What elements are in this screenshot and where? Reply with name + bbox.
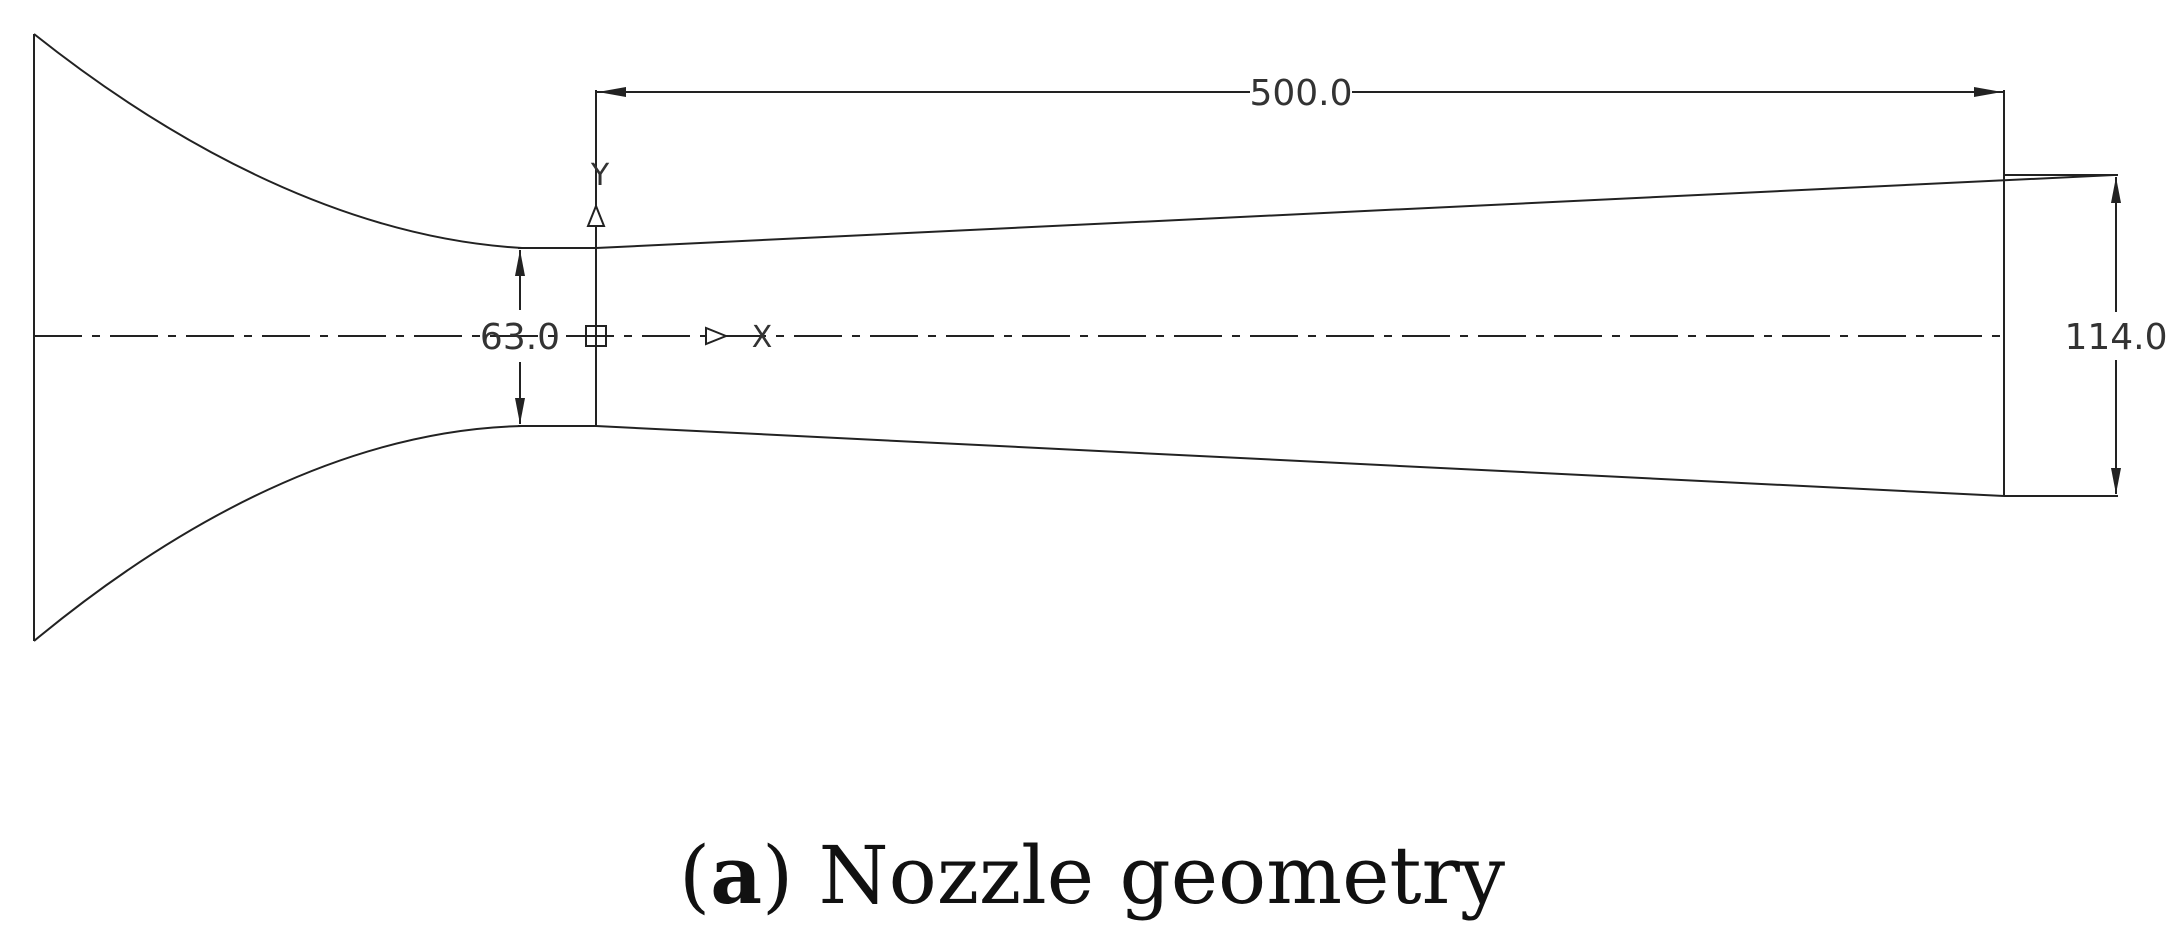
length-dimension xyxy=(596,87,2004,97)
coordinate-origin-icon xyxy=(585,325,607,347)
throat-dimension xyxy=(515,247,596,427)
x-axis-arrow-icon xyxy=(705,326,729,346)
throat-dimension-label: 63.0 xyxy=(480,317,560,358)
caption-text: Nozzle geometry xyxy=(793,829,1506,922)
upper-converging-wall xyxy=(33,33,596,249)
y-axis-arrow-icon xyxy=(586,203,606,227)
caption-close-paren: ) xyxy=(762,829,794,922)
caption-open-paren: ( xyxy=(678,829,711,922)
lower-diverging-wall xyxy=(595,425,2005,497)
upper-diverging-wall xyxy=(595,174,2115,249)
x-axis-label: X xyxy=(752,320,773,355)
caption-letter: a xyxy=(710,828,763,922)
figure-caption: (a) Nozzle geometry xyxy=(0,828,2184,922)
lower-converging-wall xyxy=(33,425,596,642)
exit-dimension xyxy=(2004,174,2121,497)
length-dimension-label: 500.0 xyxy=(1249,73,1352,114)
exit-dimension-label: 114.0 xyxy=(2064,317,2167,358)
y-axis-label: Y xyxy=(590,158,610,193)
